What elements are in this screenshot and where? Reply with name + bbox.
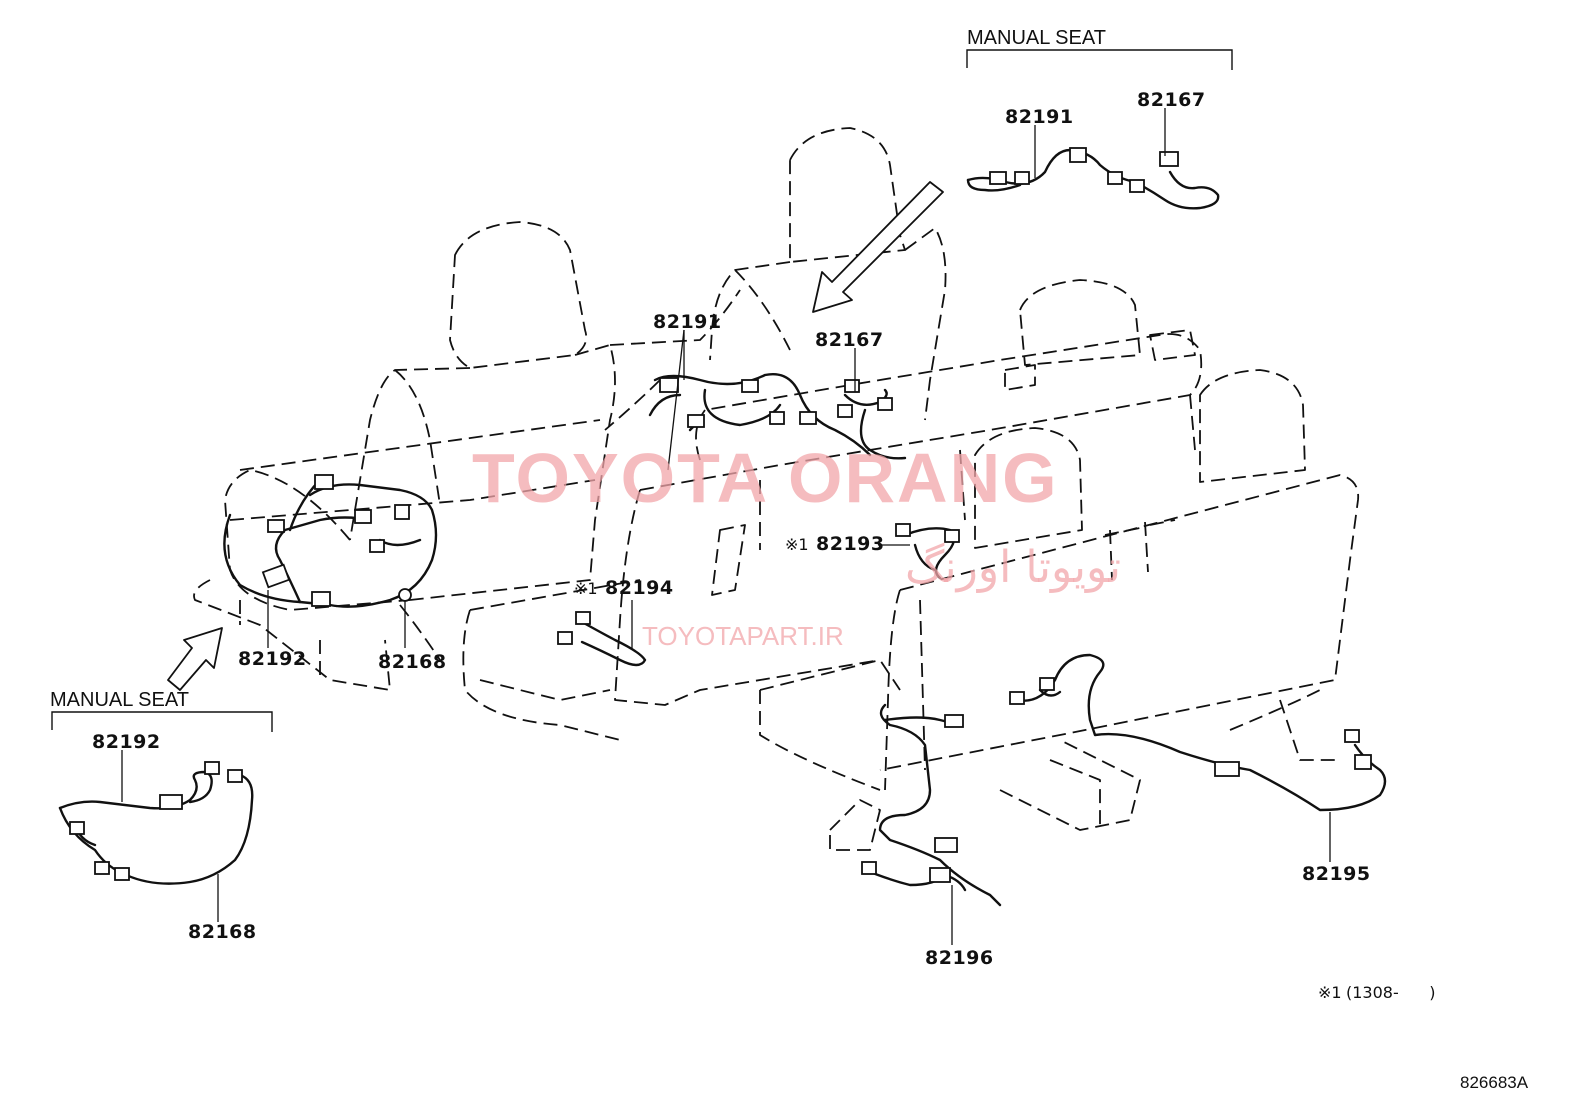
third-row-seat-outline [759,369,1360,851]
manual-seat-detail-top [966,49,1233,210]
part-82168-detail-label[interactable]: 82168 [188,921,257,943]
harness-82194 [557,611,647,667]
front-right-seat-outline [604,127,947,431]
part-82191-label[interactable]: 82191 [653,311,722,333]
part-82191-detail-label[interactable]: 82191 [1005,106,1074,128]
watermark-persian: تویوتا اورنگ [905,542,1121,593]
harness-82196 [861,703,1002,907]
wire-harnesses [223,373,1387,907]
part-82193-mark: ※1 [785,535,809,554]
harness-82192-82168-main [223,474,438,608]
part-82194-label[interactable]: 82194 [605,577,674,599]
part-82194-mark: ※1 [574,579,598,598]
part-82168-label[interactable]: 82168 [378,651,447,673]
illustration-id: 826683A [1460,1073,1529,1092]
part-82167-label[interactable]: 82167 [815,329,884,351]
harness-82195 [1009,653,1387,812]
second-row-seat-outline [462,279,1203,741]
part-82192-detail-label[interactable]: 82192 [92,731,161,753]
footnote-mark: ※1 [1318,983,1342,1002]
footnote-text: (1308- ) [1346,983,1436,1002]
watermark-brand: TOYOTA ORANG [472,439,1059,517]
part-labels: 82191 82167 82192 82168 ※1 82193 ※1 8219… [92,89,1371,969]
front-left-seat-outline [193,221,616,691]
leader-lines [121,108,1331,945]
seat-outlines [193,127,1360,851]
harness-82193 [895,523,960,580]
part-82196-label[interactable]: 82196 [925,947,994,969]
harness-82191-82167-main [648,373,907,460]
manual-seat-detail-bottom [51,711,273,885]
watermark-url: TOYOTAPART.IR [642,621,844,651]
part-82195-label[interactable]: 82195 [1302,863,1371,885]
view-direction-arrow-top [812,181,944,313]
part-82167-detail-label[interactable]: 82167 [1137,89,1206,111]
watermark: TOYOTA ORANG تویوتا اورنگ TOYOTAPART.IR [472,439,1121,651]
manual-seat-title-top: MANUAL SEAT [967,27,1106,49]
part-82192-label[interactable]: 82192 [238,648,307,670]
part-82193-label[interactable]: 82193 [816,533,885,555]
manual-seat-title-bottom: MANUAL SEAT [50,689,189,711]
view-direction-arrow-bottom [167,627,223,691]
